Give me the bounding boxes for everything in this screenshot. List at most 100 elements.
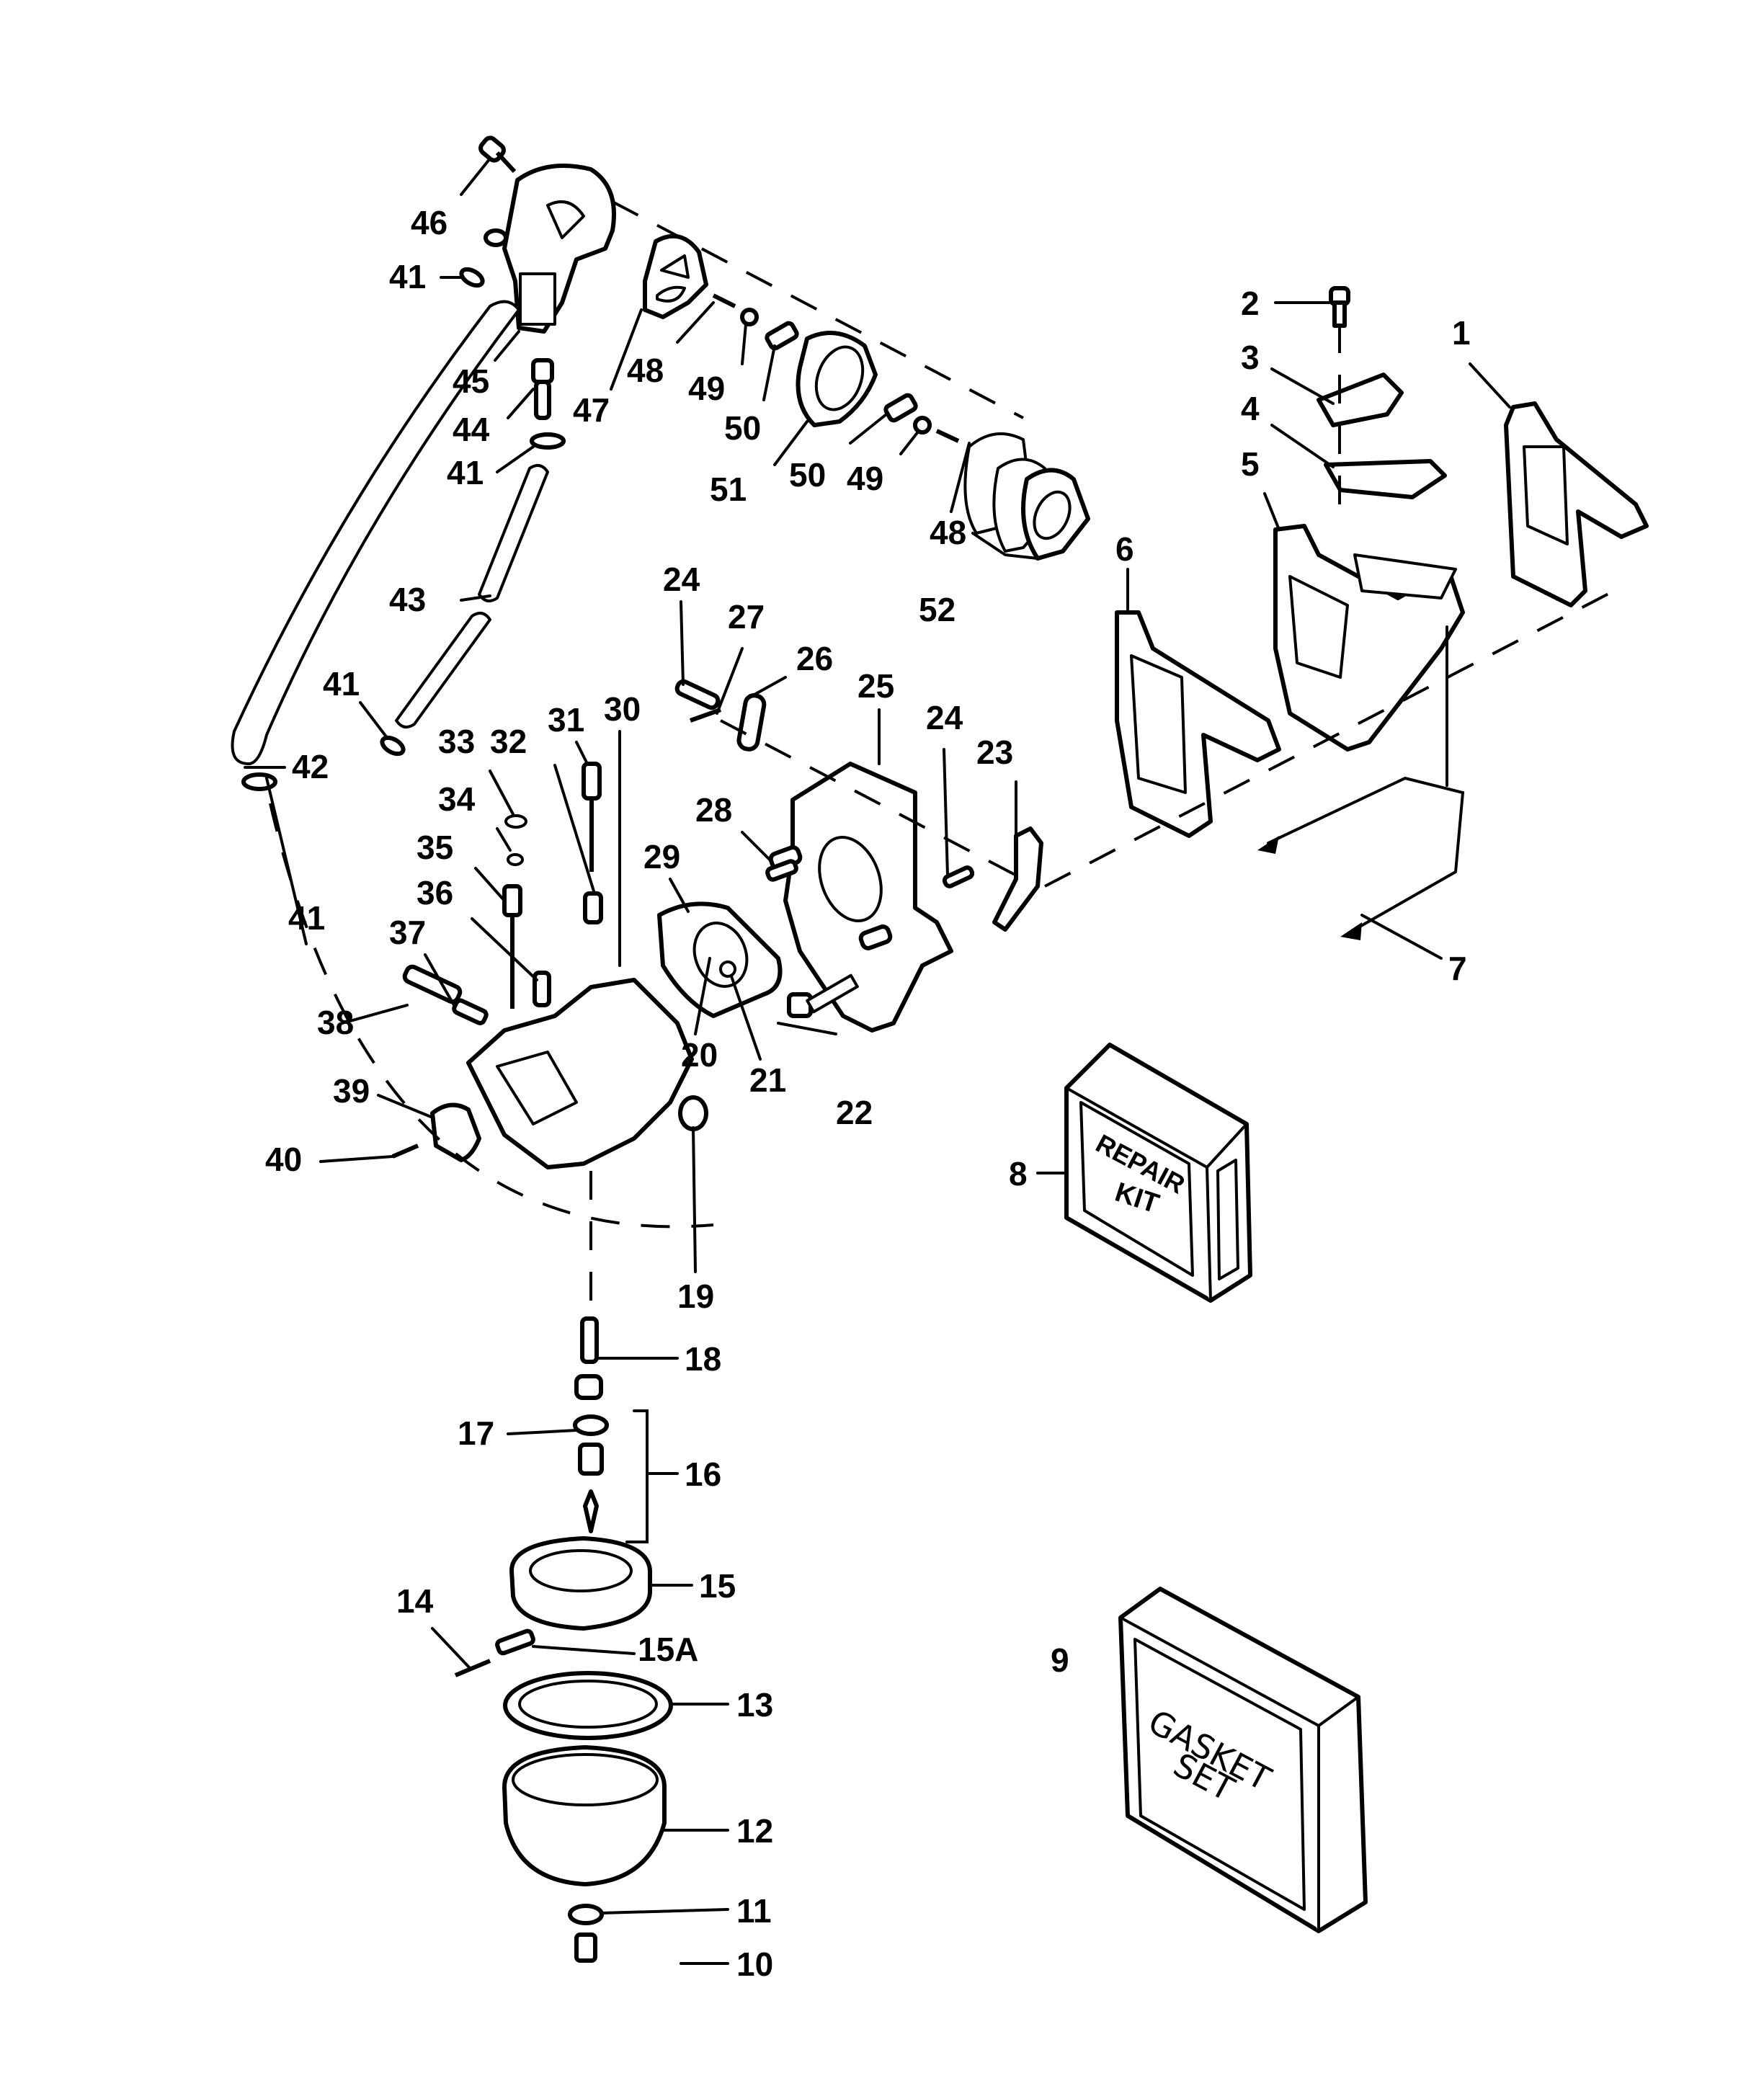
callout-45: 45 (453, 362, 489, 400)
callout-51: 51 (710, 471, 747, 508)
callout-25: 25 (858, 667, 894, 705)
throttle-group (657, 679, 1043, 1033)
part-2-screw (1329, 286, 1350, 328)
part-41-clamp (459, 267, 485, 288)
callout-34: 34 (438, 780, 476, 818)
part-44-fitting (531, 358, 554, 420)
callout-41b: 41 (447, 454, 484, 491)
part-51-pump-cover (796, 331, 878, 427)
callout-41c: 41 (323, 665, 360, 703)
part-26-lever (736, 693, 767, 752)
part-22-bolt (787, 973, 859, 1018)
part-25-intake-flange (768, 762, 953, 1033)
callout-22: 22 (836, 1094, 873, 1131)
callout-21: 21 (749, 1061, 786, 1099)
part-37-spring (452, 998, 489, 1025)
callout-labels: 1 2 3 4 5 6 7 8 9 10 11 12 13 14 15 15A … (265, 204, 1471, 1983)
callout-41a: 41 (389, 258, 426, 295)
main-intake-axis (1044, 589, 1615, 888)
callout-20: 20 (681, 1036, 718, 1074)
part-14-pin (454, 1659, 491, 1677)
part-48-screw (712, 293, 736, 308)
part-15-float (509, 1536, 652, 1631)
part-6-gasket (1115, 610, 1281, 838)
part-49-washer (740, 308, 759, 326)
carburetor-body-group (269, 762, 736, 1304)
callout-1: 1 (1452, 314, 1471, 352)
callout-47: 47 (573, 391, 610, 429)
part-34-ball (507, 853, 524, 866)
part-3-reed-stop (1317, 373, 1404, 427)
part-12-float-bowl (502, 1745, 667, 1886)
part-40-screw (391, 1144, 419, 1159)
part-49-washer (913, 416, 932, 434)
callout-19: 19 (677, 1278, 714, 1315)
callout-42: 42 (292, 748, 329, 785)
callout-27: 27 (728, 598, 765, 636)
callout-28: 28 (695, 791, 732, 829)
part-47-diaphragm-gasket (643, 233, 708, 319)
callout-9: 9 (1051, 1641, 1069, 1679)
part-24-screw (674, 679, 721, 710)
callout-24b: 24 (926, 699, 963, 736)
callout-2: 2 (1241, 285, 1260, 322)
callout-50b: 50 (789, 456, 826, 494)
part-4-reed (1324, 459, 1447, 499)
part-52-gasket-set (963, 432, 1090, 561)
callout-29: 29 (643, 838, 680, 875)
callout-24a: 24 (663, 561, 700, 598)
callout-46: 46 (411, 204, 447, 241)
reed-plate-group (1044, 286, 1649, 940)
part-13-bowl-gasket (503, 1671, 673, 1740)
callout-23: 23 (976, 734, 1013, 771)
callout-7: 7 (1448, 950, 1467, 987)
part-41-clamp (530, 432, 566, 450)
part-18-main-jet (574, 1316, 603, 1400)
callout-32: 32 (490, 723, 527, 760)
part-42-fuel-hose (231, 300, 520, 765)
callout-38: 38 (317, 1004, 354, 1041)
callout-18: 18 (685, 1340, 721, 1378)
part-16-needle-seat (578, 1409, 679, 1543)
callout-39: 39 (333, 1072, 370, 1110)
part-19-nut (678, 1095, 708, 1131)
part-50-plate (765, 321, 799, 351)
callout-26: 26 (796, 640, 833, 677)
gasket-set-box: GASKET SET (1118, 1587, 1368, 1933)
callout-43: 43 (389, 581, 426, 618)
part-33-washer (504, 814, 527, 829)
part-32-spring (583, 891, 603, 924)
part-27-spring (689, 708, 722, 723)
part-43-hose (478, 464, 549, 602)
callout-3: 3 (1241, 339, 1260, 376)
part-41-clamp (241, 772, 277, 791)
callout-8: 8 (1009, 1155, 1028, 1192)
callout-16: 16 (685, 1455, 721, 1493)
part-48-screw (935, 429, 960, 443)
repair-kit-box: REPAIR KIT (1064, 1043, 1252, 1303)
callout-13: 13 (736, 1686, 773, 1724)
callout-41d: 41 (288, 899, 325, 937)
callout-31: 31 (548, 701, 584, 739)
part-46-screw (478, 135, 517, 174)
part-10-drain-screw (574, 1932, 597, 1963)
part-38-screw (402, 964, 463, 1004)
callout-17: 17 (458, 1414, 494, 1452)
part-15A-pin (495, 1628, 535, 1656)
fuel-pump-group (459, 135, 1090, 561)
callout-44: 44 (453, 411, 490, 448)
pump-assembly-axis (612, 200, 1024, 419)
callout-50a: 50 (724, 409, 761, 447)
part-7-link-rod (1257, 776, 1465, 940)
part-5-reed-block (1273, 524, 1465, 752)
part-21-screw (719, 960, 736, 978)
callout-48a: 48 (627, 352, 664, 389)
part-17-gasket (573, 1414, 609, 1436)
callout-11: 11 (736, 1892, 772, 1930)
throttle-axis (720, 719, 1024, 881)
hose-routing-arc (269, 803, 714, 1229)
part-36-spring (533, 971, 551, 1007)
part-24-screw (942, 865, 975, 888)
part-31-needle (582, 762, 602, 872)
